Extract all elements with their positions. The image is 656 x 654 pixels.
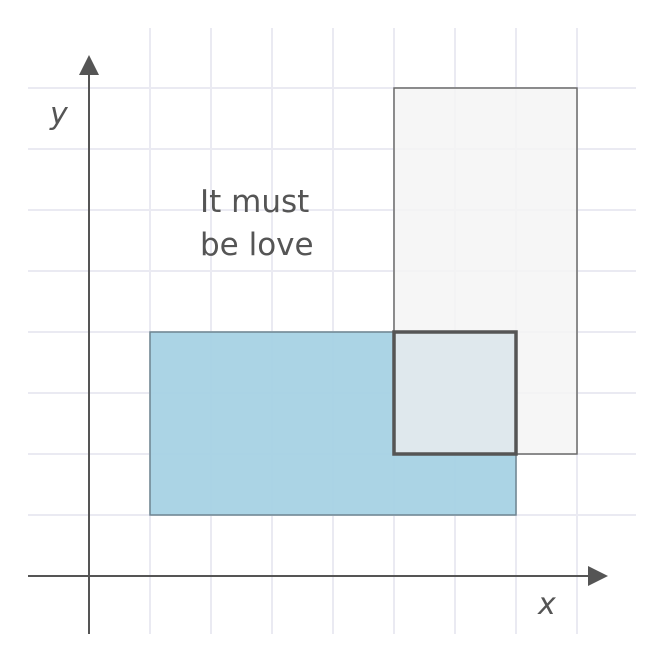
y-axis-arrow-icon [79,55,99,75]
x-axis-label: x [537,587,556,622]
caption-line-2: be love [200,227,314,263]
x-axis-arrow-icon [588,566,608,586]
y-axis-label: y [49,97,69,132]
overlap-rectangle [392,330,518,456]
caption-line-1: It must [200,184,309,220]
axes [28,55,608,634]
